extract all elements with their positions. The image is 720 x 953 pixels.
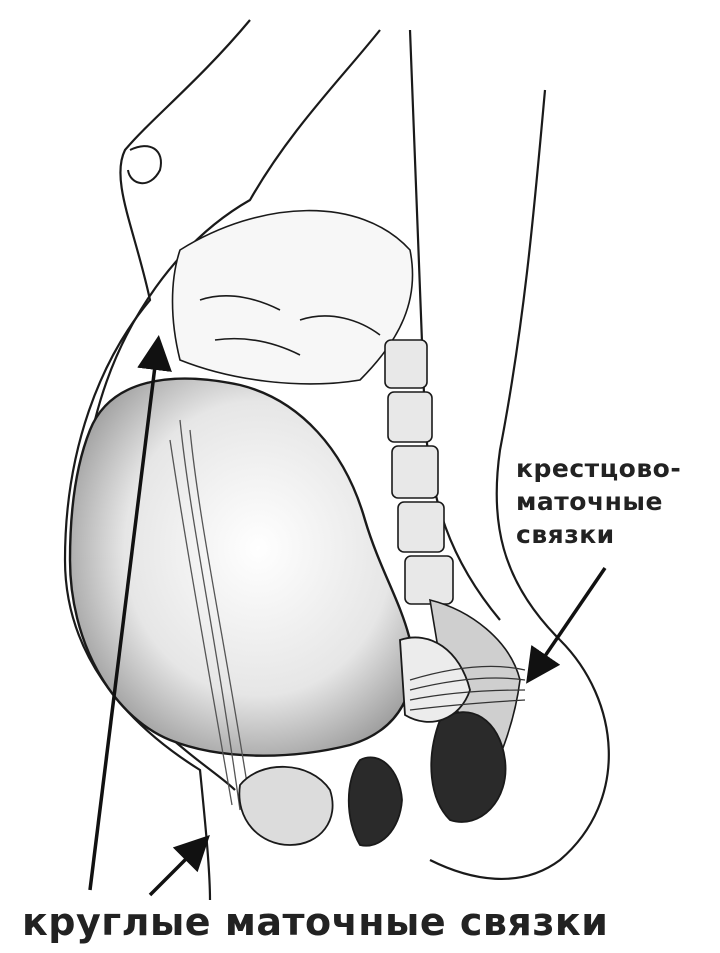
round-ligament-arrow-short [150, 840, 205, 895]
sacro-uterine-ligaments-label: крестцово- маточные связки [516, 452, 681, 551]
sacro-uterine-label-line-3: связки [516, 518, 681, 551]
lumbar-vertebrae [385, 340, 453, 604]
sacro-uterine-label-line-2: маточные [516, 485, 681, 518]
vagina-dark [349, 757, 402, 845]
rectum-dark [431, 712, 505, 822]
sacro-uterine-arrow [530, 568, 605, 678]
pregnant-uterus [70, 379, 413, 756]
round-uterine-ligaments-label: круглые маточные связки [22, 900, 608, 944]
sacro-uterine-label-line-1: крестцово- [516, 452, 681, 485]
breast-shape [128, 146, 161, 183]
intestines [173, 211, 413, 384]
back-line [497, 90, 560, 640]
bladder [239, 767, 332, 845]
